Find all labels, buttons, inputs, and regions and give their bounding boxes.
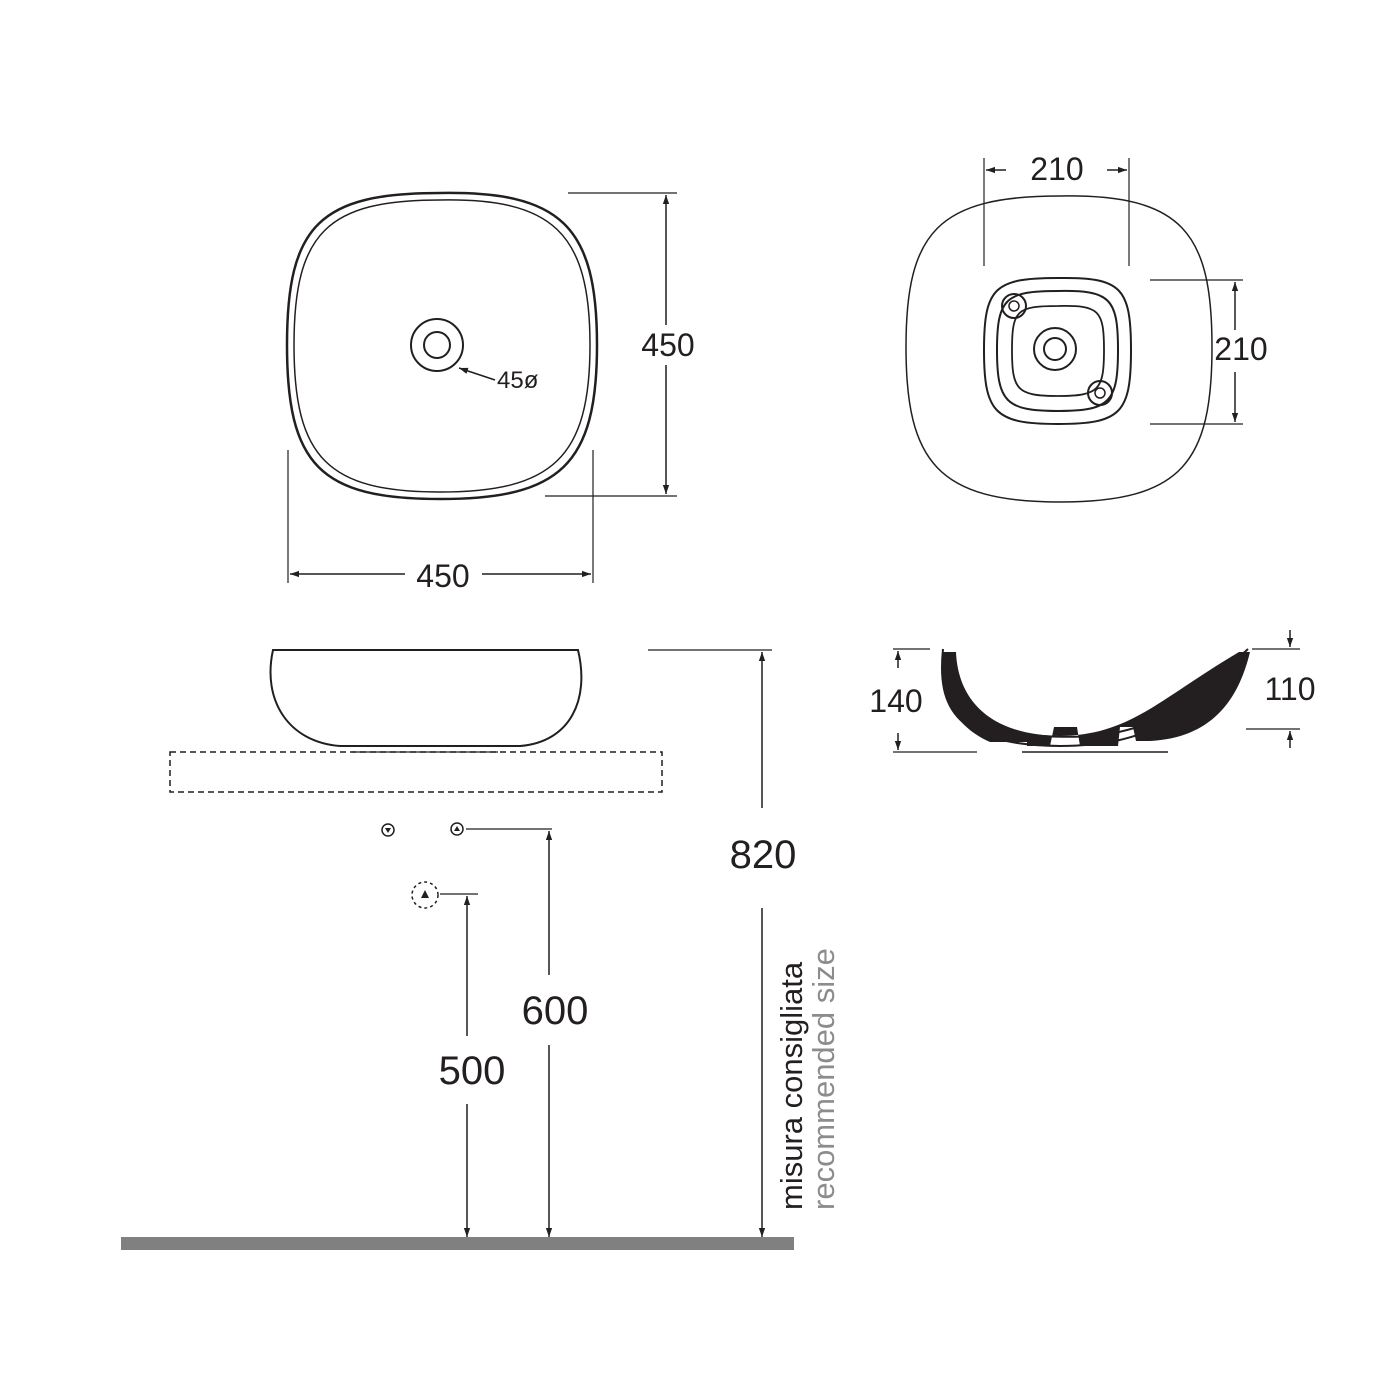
hot-supply-symbol: [450, 822, 464, 836]
section-view: 140 110: [869, 630, 1316, 753]
bottom-view: 210 210: [905, 151, 1268, 503]
fixing-hole-bottom-right: [1087, 380, 1113, 406]
recommended-note-en: recommended size: [806, 948, 841, 1210]
fixing-hole-bottom-right-inner: [1094, 387, 1106, 399]
basin-section-inner: [947, 651, 1245, 738]
drain-inner-ring: [423, 331, 451, 359]
hot-supply-arrow-icon: [454, 826, 460, 831]
depth-label: 450: [641, 327, 694, 363]
foot-outer-square: [982, 276, 1133, 426]
foot-recess: [1011, 305, 1105, 397]
floor-line: [121, 1237, 794, 1250]
cold-supply-arrow-icon: [385, 828, 391, 833]
basin-outline-bottom: [905, 195, 1213, 503]
basin-elevation: [269, 649, 583, 747]
waste-outlet-inner: [1043, 337, 1067, 361]
mounting-height-label: 820: [730, 833, 797, 877]
basin-section-wall: [941, 652, 1250, 746]
width-label: 450: [416, 558, 469, 594]
waste-connection-symbol: [411, 881, 439, 909]
drain-outer-ring: [410, 318, 464, 372]
recommended-note-it: misura consigliata: [774, 961, 809, 1210]
foot-width-label: 210: [1030, 151, 1083, 187]
bowl-depth-label: 110: [1264, 671, 1315, 707]
fixing-hole-top-left: [1001, 293, 1027, 319]
foot-depth-label: 210: [1214, 331, 1267, 367]
top-view: 45ø 450 450: [285, 191, 695, 594]
waste-connection-arrow-icon: [421, 890, 429, 898]
drain-diameter-label: 45ø: [497, 367, 539, 394]
cold-supply-symbol: [381, 823, 395, 837]
basin-outline-top: [285, 191, 599, 501]
countertop-dashed: [169, 751, 663, 793]
waste-outlet-outer: [1033, 327, 1077, 371]
supply-height-label: 600: [522, 989, 589, 1033]
waste-height-label: 500: [439, 1049, 506, 1093]
overall-height-label: 140: [869, 683, 922, 719]
basin-inner-rim-top: [293, 199, 591, 493]
drain-leader: [458, 367, 496, 381]
fixing-hole-top-left-inner: [1008, 300, 1020, 312]
foot-inner-square: [995, 289, 1120, 413]
elevation-view: 820 600 500 misura consigliata recommend…: [121, 649, 841, 1250]
